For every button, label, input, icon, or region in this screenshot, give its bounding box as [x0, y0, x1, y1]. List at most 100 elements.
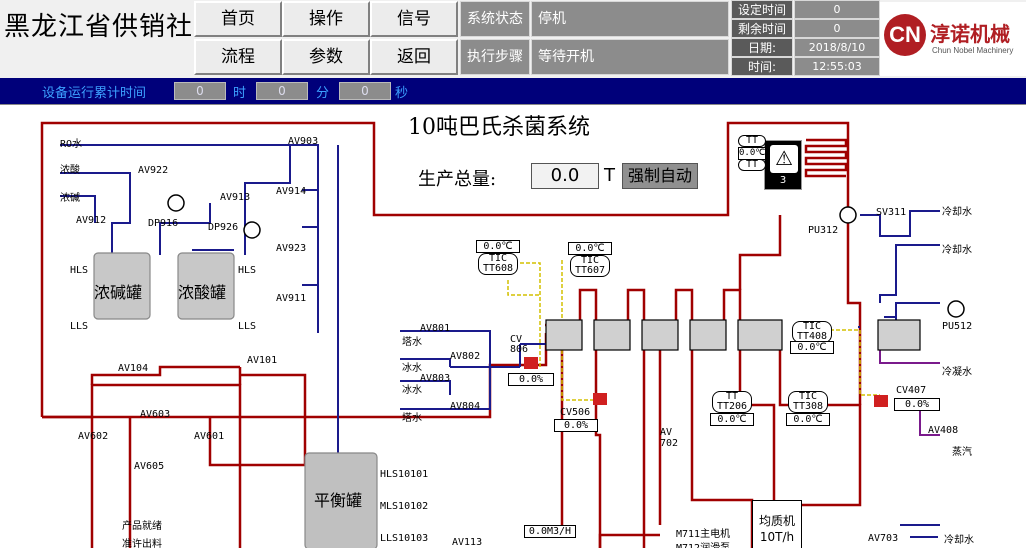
process-diagram: 10吨巴氏杀菌系统 生产总量: 0.0 T 强制自动 ⚠ 3 RO水 浓酸 浓碱… [0, 104, 1026, 548]
header-bar: 黑龙江省供销社 首页 操作 信号 流程 参数 返回 系统状态 停机 执行步骤 等… [0, 0, 1026, 78]
tt408-value: 0.0℃ [790, 341, 834, 354]
flow-value: 0.0M3/H [524, 525, 576, 538]
ice-water-2: 冰水 [402, 385, 422, 396]
dp926-label[interactable]: DP926 [208, 222, 239, 233]
total-label: 生产总量: [418, 169, 497, 190]
logo-subtext: Chun Nobel Machinery [932, 46, 1014, 55]
minutes-unit: 分 [316, 86, 330, 101]
motor-main-label: M711主电机 [676, 529, 731, 540]
av903-label[interactable]: AV903 [288, 136, 319, 147]
av113-label[interactable]: AV113 [452, 537, 483, 548]
alkali-label: 浓碱 [60, 193, 80, 204]
sv311-label[interactable]: SV311 [876, 207, 907, 218]
pu512-label[interactable]: PU512 [942, 321, 973, 332]
av913-label[interactable]: AV913 [220, 192, 251, 203]
av603-label[interactable]: AV603 [140, 409, 171, 420]
logo: CN 淳诺机械 Chun Nobel Machinery [880, 2, 1026, 76]
av104-label[interactable]: AV104 [118, 363, 149, 374]
seconds-unit: 秒 [395, 86, 409, 101]
av801-label[interactable]: AV801 [420, 323, 451, 334]
balance-tank-label: 平衡罐 [314, 491, 363, 510]
nav-operate-button[interactable]: 操作 [282, 1, 370, 37]
step-label: 执行步骤 [460, 39, 530, 75]
remain-time-label: 剩余时间 [731, 19, 793, 38]
time-label: 时间: [731, 57, 793, 76]
legend-release: 准许出料 [122, 539, 162, 548]
acid-label: 浓酸 [60, 165, 80, 176]
status-value: 停机 [531, 1, 729, 37]
av605-label[interactable]: AV605 [134, 461, 165, 472]
nav-signal-button[interactable]: 信号 [370, 1, 458, 37]
tower-water-1: 塔水 [402, 337, 422, 348]
av912-label[interactable]: AV912 [76, 215, 107, 226]
av923-label[interactable]: AV923 [276, 243, 307, 254]
force-auto-button[interactable]: 强制自动 [622, 163, 698, 189]
tt-top-tag-2: TT [738, 159, 766, 171]
system-title: 10吨巴氏杀菌系统 [408, 115, 590, 140]
step-value: 等待开机 [531, 39, 729, 75]
cv506-value: 0.0% [554, 419, 598, 432]
condensate-label: 冷凝水 [942, 367, 972, 378]
av803-label[interactable]: AV803 [420, 373, 451, 384]
hours-unit: 时 [233, 86, 247, 101]
date-value: 2018/8/10 [794, 38, 880, 57]
nav-params-button[interactable]: 参数 [282, 39, 370, 75]
cooling-water-3: 冷却水 [944, 535, 974, 546]
cv506-label[interactable]: CV506 [560, 407, 591, 418]
av602-label[interactable]: AV602 [78, 431, 109, 442]
nav-home-button[interactable]: 首页 [194, 1, 282, 37]
homogenizer[interactable]: 均质机 10T/h [752, 500, 802, 548]
runtime-label: 设备运行累计时间 [42, 86, 147, 101]
av922-label[interactable]: AV922 [138, 165, 169, 176]
av804-label[interactable]: AV804 [450, 401, 481, 412]
av601-label[interactable]: AV601 [194, 431, 225, 442]
cv407-label[interactable]: CV407 [896, 385, 927, 396]
av911-label[interactable]: AV911 [276, 293, 307, 304]
lls-left-2: LLS [238, 321, 257, 332]
tt608-value: 0.0℃ [476, 240, 520, 253]
logo-mark: CN [884, 14, 926, 56]
total-value: 0.0 [531, 163, 599, 189]
cooling-water-2: 冷却水 [942, 245, 972, 256]
av802-label[interactable]: AV802 [450, 351, 481, 362]
cooling-water-1: 冷却水 [942, 207, 972, 218]
tt-top-tag: TT [738, 135, 766, 147]
tt308-value: 0.0℃ [786, 413, 830, 426]
legend-ready: 产品就绪 [122, 521, 162, 532]
alarm-panel[interactable]: ⚠ 3 [764, 140, 802, 190]
av703-label[interactable]: AV703 [868, 533, 899, 544]
mls10102-label: MLS10102 [380, 501, 429, 512]
hls-left-2: HLS [238, 265, 257, 276]
motor-lube-label: M712润滑泵 [676, 539, 730, 548]
tt206-value: 0.0℃ [710, 413, 754, 426]
runtime-seconds: 0 [339, 82, 391, 100]
hls-left-1: HLS [70, 265, 89, 276]
hls10101-label: HLS10101 [380, 469, 429, 480]
set-time-label: 设定时间 [731, 0, 793, 19]
alkali-tank-label: 浓碱罐 [94, 283, 143, 302]
date-label: 日期: [731, 38, 793, 57]
av408-label[interactable]: AV408 [928, 425, 959, 436]
cv806-value: 0.0% [508, 373, 554, 386]
dp916-label[interactable]: DP916 [148, 218, 179, 229]
cv407-value: 0.0% [894, 398, 940, 411]
runtime-hours: 0 [174, 82, 226, 100]
homogenizer-capacity: 10T/h [759, 530, 795, 544]
alarm-count: 3 [779, 175, 787, 186]
set-time-value: 0 [794, 0, 880, 19]
pu312-label[interactable]: PU312 [808, 225, 839, 236]
runtime-bar: 设备运行累计时间 0 时 0 分 0 秒 [0, 78, 1026, 104]
nav-back-button[interactable]: 返回 [370, 39, 458, 75]
lls10103-label: LLS10103 [380, 533, 429, 544]
time-value: 12:55:03 [794, 57, 880, 76]
av914-label[interactable]: AV914 [276, 186, 307, 197]
av101-label[interactable]: AV101 [247, 355, 278, 366]
nav-flow-button[interactable]: 流程 [194, 39, 282, 75]
tower-water-2: 塔水 [402, 413, 422, 424]
